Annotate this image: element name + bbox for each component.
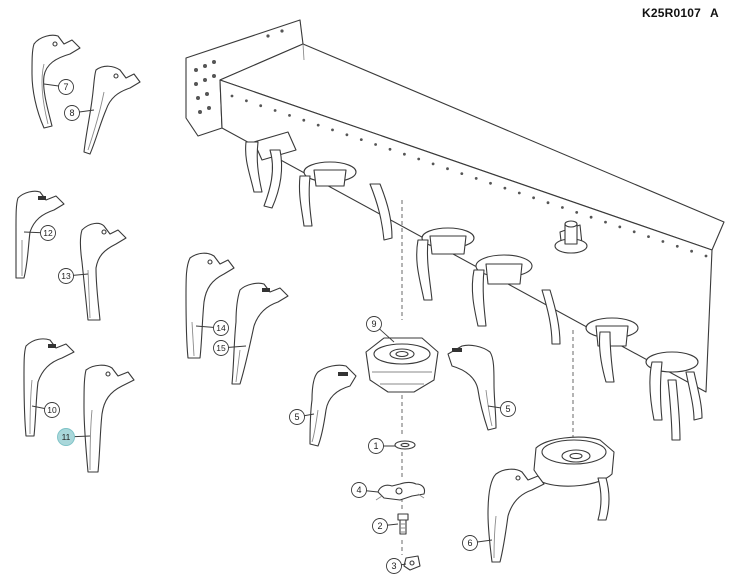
callout-15: 15	[213, 340, 247, 356]
callout-5: 5	[289, 409, 315, 425]
blade-15	[231, 282, 289, 385]
background-rotor-6	[645, 351, 703, 441]
callout-number: 9	[371, 319, 376, 329]
callout-6: 6	[462, 535, 493, 551]
callout-7: 7	[43, 79, 74, 95]
document-id: K25R0107	[642, 6, 701, 20]
rotor-frame	[185, 19, 725, 555]
callout-number: 12	[43, 228, 53, 238]
callout-circle	[351, 482, 367, 498]
callout-number: 5	[505, 404, 510, 414]
blade-8	[83, 65, 141, 155]
callout-8: 8	[64, 105, 95, 121]
callout-5: 5	[487, 401, 516, 417]
background-rotor-5	[585, 317, 639, 383]
callout-number: 6	[467, 538, 472, 548]
callout-number: 8	[69, 108, 74, 118]
callout-number: 15	[216, 343, 226, 353]
callout-12: 12	[23, 225, 56, 241]
blade-5-right	[447, 344, 497, 431]
rotor-holder-9	[365, 337, 439, 393]
nut-3	[403, 555, 421, 571]
blade-7	[31, 34, 81, 129]
background-rotor-4	[471, 254, 561, 345]
callout-number: 3	[391, 561, 396, 571]
callout-number: 5	[294, 412, 299, 422]
callout-circle	[366, 316, 382, 332]
washer-1	[394, 440, 416, 450]
retaining-plate-4	[375, 481, 426, 501]
callout-circle	[58, 268, 74, 284]
background-rotor-1	[245, 131, 297, 209]
callout-14: 14	[195, 320, 229, 336]
callout-circle	[44, 402, 60, 418]
callout-4: 4	[351, 482, 379, 498]
blade-11	[83, 364, 135, 473]
callout-circle	[500, 401, 516, 417]
callout-2: 2	[372, 518, 399, 534]
background-rotor-3	[416, 227, 475, 301]
callout-circle	[372, 518, 388, 534]
callout-3: 3	[386, 558, 407, 574]
blade-10	[23, 338, 75, 437]
callout-number: 14	[216, 323, 226, 333]
blade-13	[79, 222, 127, 321]
blade-12	[15, 190, 65, 279]
callout-circle-highlighted	[57, 428, 75, 446]
callout-circle	[213, 340, 229, 356]
callout-number: 13	[61, 271, 71, 281]
callout-number: 2	[377, 521, 382, 531]
callout-circle	[40, 225, 56, 241]
callout-number: 10	[47, 405, 57, 415]
blade-5-left	[309, 364, 357, 447]
callout-1: 1	[368, 438, 395, 454]
callout-circle	[368, 438, 384, 454]
background-rotor-2	[298, 161, 393, 241]
callout-number: 1	[373, 441, 378, 451]
rotor-assembly-lower	[533, 436, 615, 521]
callout-circle	[289, 409, 305, 425]
callout-9: 9	[366, 316, 395, 343]
callout-13: 13	[58, 268, 89, 284]
callout-number: 7	[63, 82, 68, 92]
bolt-2	[397, 513, 409, 535]
callout-11: 11	[57, 428, 91, 446]
callout-circle	[58, 79, 74, 95]
callout-number: 4	[356, 485, 361, 495]
callout-circle	[462, 535, 478, 551]
callout-number: 11	[62, 432, 71, 442]
callout-10: 10	[31, 402, 60, 418]
blade-14	[185, 252, 235, 359]
revision-letter: A	[710, 6, 719, 20]
callout-circle	[386, 558, 402, 574]
blade-6	[487, 468, 545, 563]
callout-circle	[213, 320, 229, 336]
callout-circle	[64, 105, 80, 121]
